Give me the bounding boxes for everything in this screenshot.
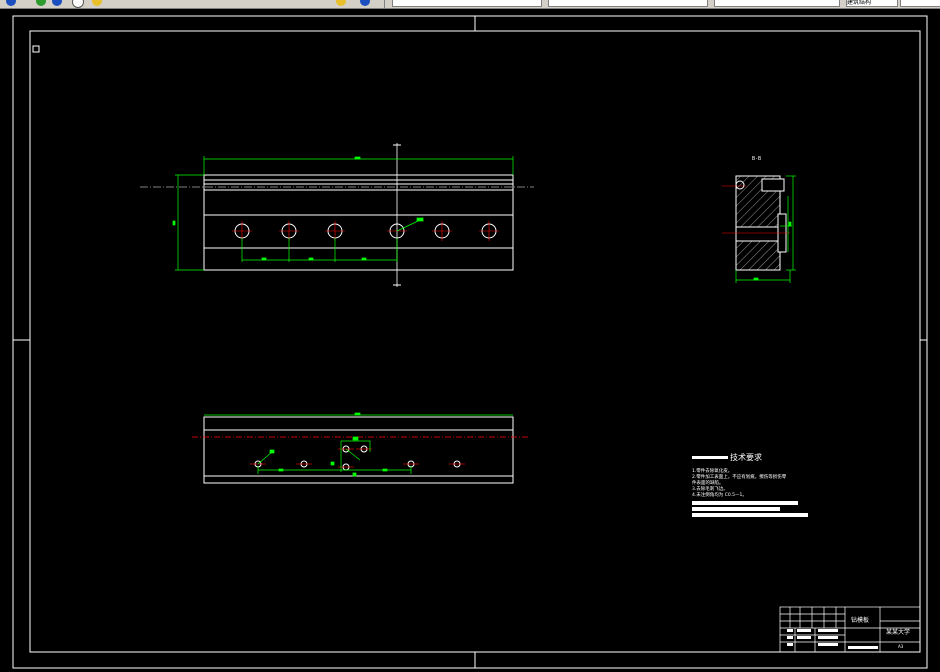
hole — [479, 221, 499, 241]
ucs-icon — [32, 45, 40, 53]
lineweight-dropdown[interactable]: 建筑结构 — [846, 0, 898, 7]
front-view-body — [203, 174, 514, 271]
note-bar — [692, 513, 808, 517]
linetype-dropdown[interactable] — [714, 0, 840, 7]
color-dropdown[interactable] — [548, 0, 708, 7]
title-block-drawing-name: 钻模板 — [851, 616, 869, 624]
layer-icon[interactable] — [6, 0, 16, 6]
hole — [338, 463, 354, 471]
document-icon[interactable] — [72, 0, 84, 8]
section-view[interactable]: B-B — [722, 156, 796, 283]
title-block[interactable] — [779, 606, 921, 653]
cad-toolbar: 建筑结构 — [0, 0, 940, 9]
note-line: 件表面的缺陷。 — [692, 481, 724, 486]
section-view-bore — [735, 226, 781, 242]
inner-border — [29, 30, 921, 653]
hole — [356, 445, 372, 453]
top-view-body — [203, 416, 514, 484]
technical-requirements-title: 技术要求 — [692, 452, 822, 463]
front-view-holes — [232, 221, 499, 241]
help-icon[interactable] — [52, 0, 62, 6]
note-line: 2.零件加工表面上，不应有划痕，擦伤等损伤零 — [692, 475, 787, 480]
title-underline-bar — [692, 456, 728, 459]
technical-requirements-list: 1.零件去除氧化皮。 2.零件加工表面上，不应有划痕，擦伤等损伤零 件表面的缺陷… — [692, 469, 822, 499]
section-view-hatch — [735, 175, 781, 271]
note-line: 1.零件去除氧化皮。 — [692, 469, 733, 474]
cad-drawing-canvas[interactable]: B-B — [0, 8, 940, 672]
plotstyle-dropdown[interactable] — [900, 0, 940, 7]
note-bar — [692, 507, 780, 511]
hole — [449, 460, 465, 468]
section-view-dimensions — [735, 175, 796, 283]
note-line: 4.未注倒角均为 C0.5—1。 — [692, 493, 747, 498]
front-view[interactable] — [140, 143, 534, 287]
hole — [432, 221, 452, 241]
note-line: 3.去除毛刺飞边。 — [692, 487, 728, 492]
section-view-label: B-B — [752, 156, 761, 162]
title-block-frame — [779, 606, 921, 653]
toolbar-separator — [384, 0, 385, 8]
match-properties-icon[interactable] — [336, 0, 346, 6]
refresh-icon[interactable] — [36, 0, 46, 6]
outer-border — [12, 15, 928, 669]
section-view-hole — [735, 180, 745, 190]
front-view-dimensions — [172, 156, 514, 271]
hole — [325, 221, 345, 241]
title-block-school: 某某大学 — [886, 628, 910, 636]
section-view-slot — [761, 178, 785, 192]
technical-requirements-heading: 技术要求 — [730, 453, 762, 462]
layer-dropdown[interactable] — [392, 0, 542, 7]
lightbulb-icon[interactable] — [92, 0, 102, 6]
top-view-dimensions — [204, 412, 513, 477]
technical-requirements-bars — [692, 501, 822, 517]
hole — [296, 460, 312, 468]
note-bar — [692, 501, 798, 505]
technical-requirements[interactable]: 技术要求 1.零件去除氧化皮。 2.零件加工表面上，不应有划痕，擦伤等损伤零 件… — [692, 452, 822, 517]
top-view[interactable] — [192, 412, 530, 484]
layer-previous-icon[interactable] — [360, 0, 370, 6]
title-block-sheet-size: A3 — [898, 644, 904, 649]
title-block-fill — [787, 629, 878, 649]
